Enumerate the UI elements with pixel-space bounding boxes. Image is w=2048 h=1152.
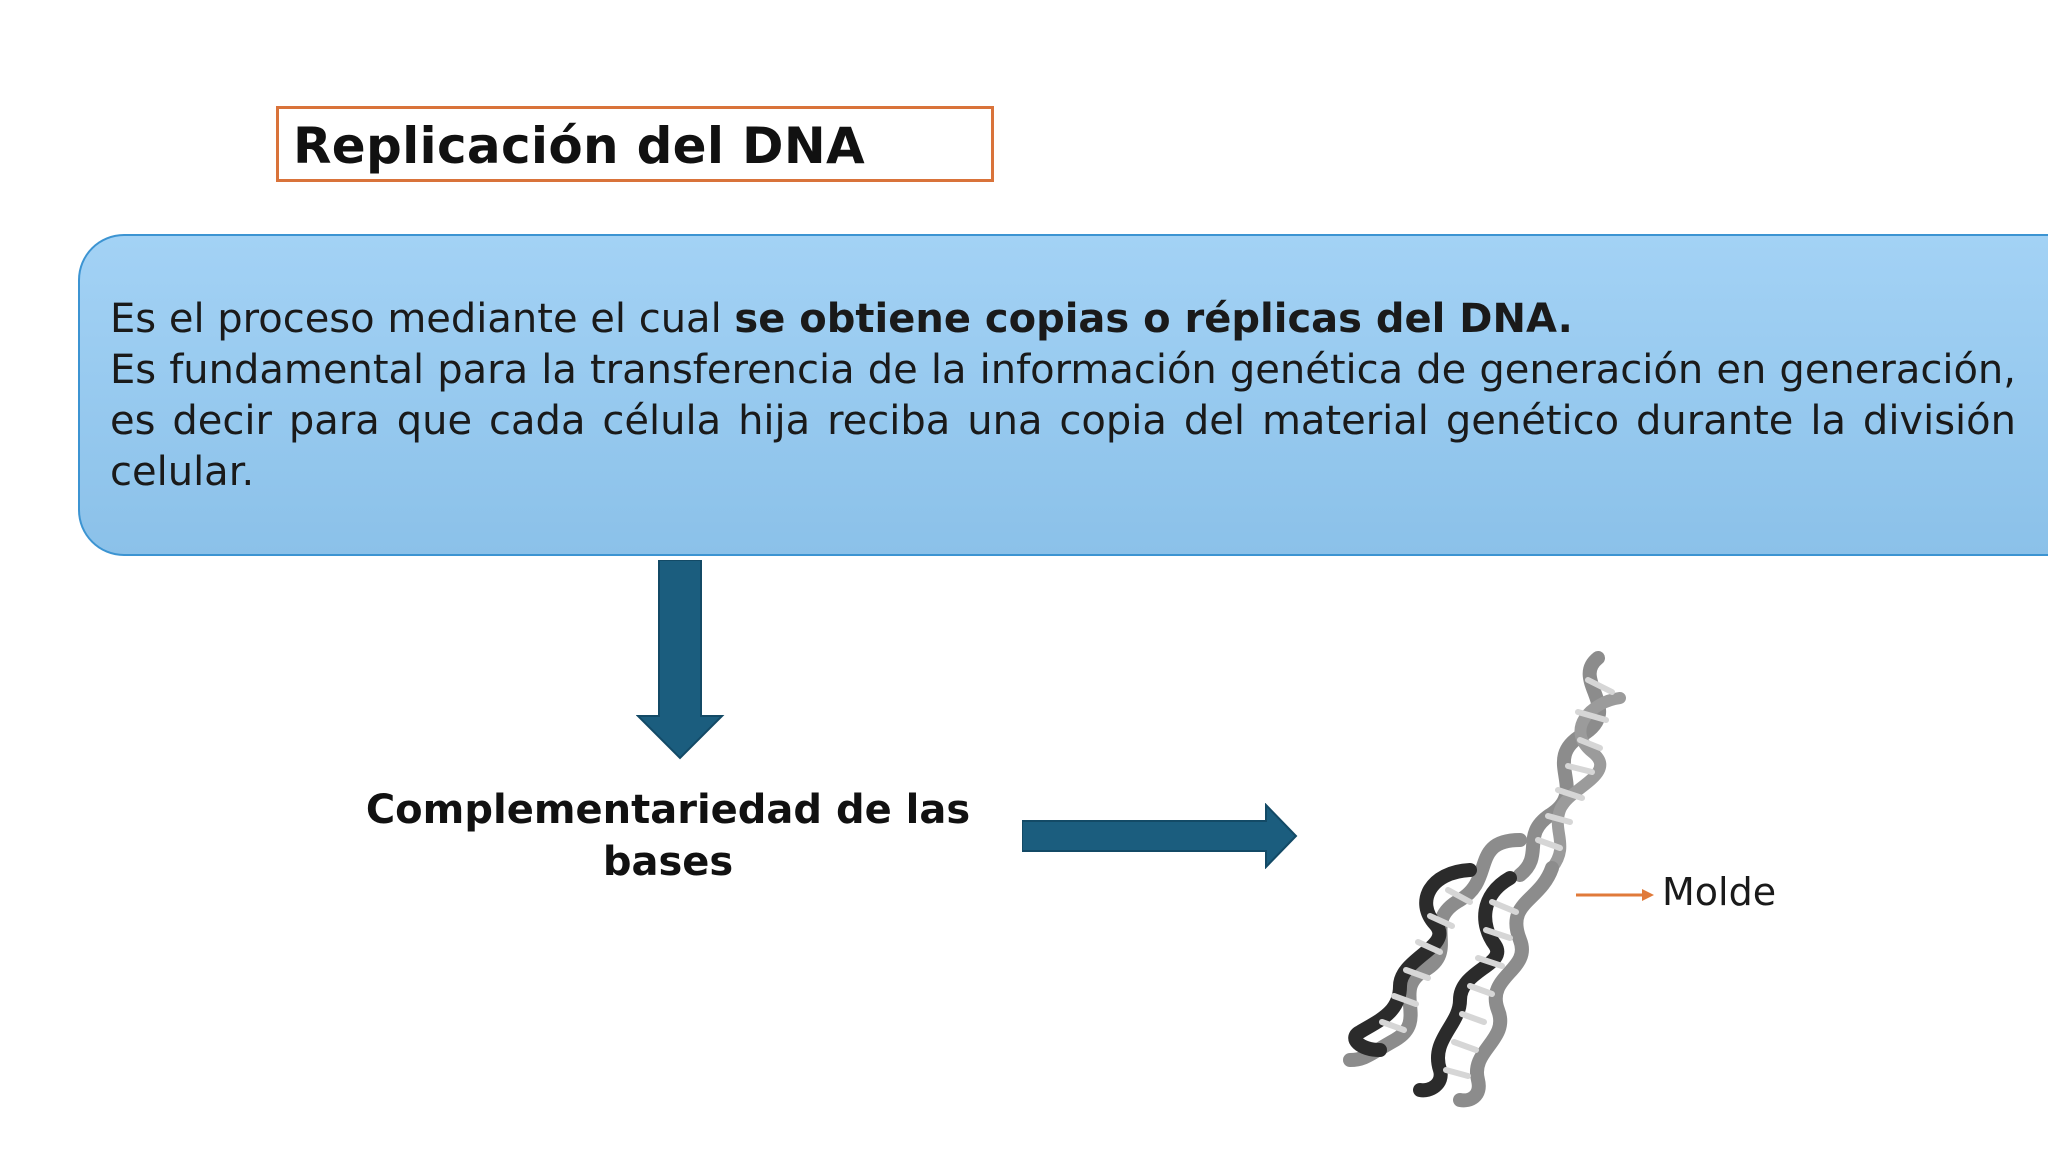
- definition-line-1: Es el proceso mediante el cual se obtien…: [110, 294, 2016, 345]
- template-strand-label: Molde: [1662, 870, 1777, 914]
- left-daughter-helix: [1343, 833, 1527, 1067]
- parental-helix: [1513, 651, 1626, 882]
- slide-title: Replicación del DNA: [293, 117, 865, 175]
- dna-replication-illustration: [1343, 651, 1626, 1108]
- down-arrow-icon: [636, 560, 725, 760]
- complementarity-label: Complementariedad de las bases: [365, 787, 971, 885]
- definition-text: Es el proceso mediante el cual se obtien…: [110, 294, 2016, 498]
- pointer-arrow-icon: [1576, 889, 1654, 901]
- title-box: Replicación del DNA: [276, 106, 994, 182]
- definition-box: Es el proceso mediante el cual se obtien…: [78, 234, 2048, 556]
- definition-intro: Es el proceso mediante el cual: [110, 296, 735, 342]
- definition-highlight: se obtiene copias o réplicas del DNA.: [734, 296, 1573, 342]
- definition-line-2: Es fundamental para la transferencia de …: [110, 347, 2016, 495]
- right-daughter-helix: [1413, 861, 1559, 1108]
- right-arrow-icon: [1022, 803, 1298, 869]
